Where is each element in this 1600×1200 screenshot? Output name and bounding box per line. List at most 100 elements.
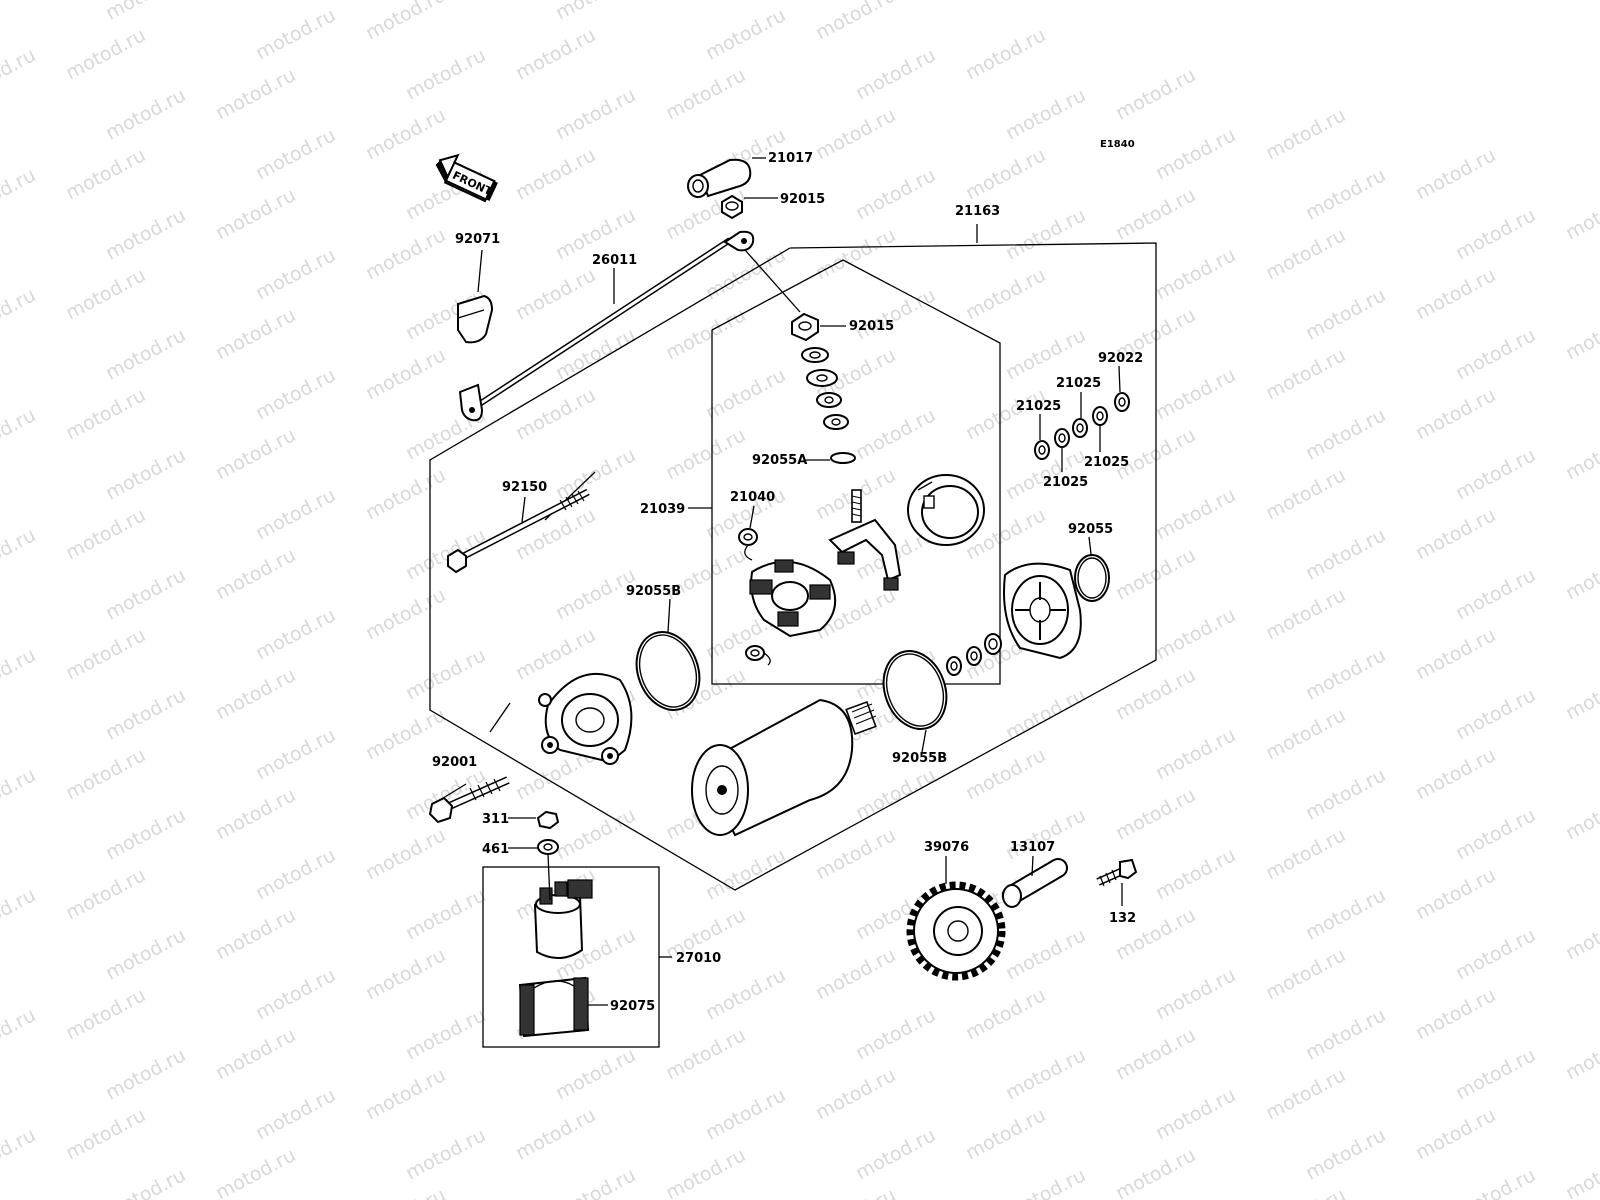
label-92071: 92071 <box>455 232 500 247</box>
part-21040-brush-spring <box>738 528 771 666</box>
part-132-bolt <box>1096 858 1138 887</box>
watermark-text: motod.ru <box>252 124 339 184</box>
watermark-text: motod.ru <box>0 884 39 944</box>
watermark-text: motod.ru <box>1302 884 1389 944</box>
watermark-text: motod.ru <box>1452 804 1539 864</box>
label-21040: 21040 <box>730 490 775 505</box>
part-26011-cable <box>458 230 755 422</box>
watermark-text: motod.ru <box>702 844 789 904</box>
label-92001: 92001 <box>432 755 477 770</box>
label-92015-top: 92015 <box>780 192 825 207</box>
label-92055A: 92055A <box>752 453 807 468</box>
watermark-text: motod.ru <box>252 964 339 1024</box>
watermark-text: motod.ru <box>362 464 449 524</box>
watermark-text: motod.ru <box>252 844 339 904</box>
watermark-text: motod.ru <box>962 24 1049 84</box>
watermark-text: motod.ru <box>1562 664 1600 724</box>
watermark-text: motod.ru <box>852 164 939 224</box>
watermark-text: motod.ru <box>662 1144 749 1200</box>
watermark-text: motod.ru <box>552 0 639 24</box>
part-311-nut <box>536 810 560 830</box>
watermark-text: motod.ru <box>1112 1144 1199 1200</box>
watermark-text: motod.ru <box>102 1164 189 1200</box>
part-92055B-o-ring-left <box>635 631 701 711</box>
watermark-text: motod.ru <box>1452 204 1539 264</box>
label-92055B-left: 92055B <box>626 584 681 599</box>
watermark-text: motod.ru <box>212 904 299 964</box>
watermark-text: motod.ru <box>102 444 189 504</box>
watermark-text: motod.ru <box>1412 1104 1499 1164</box>
watermark-text: motod.ru <box>1452 1164 1539 1200</box>
watermark-text: motod.ru <box>212 424 299 484</box>
watermark-text: motod.ru <box>662 64 749 124</box>
watermark-text: motod.ru <box>1262 584 1349 644</box>
watermark-text: motod.ru <box>362 224 449 284</box>
watermark-text: motod.ru <box>362 584 449 644</box>
watermark-text: motod.ru <box>1562 304 1600 364</box>
label-21025-a: 21025 <box>1056 376 1101 391</box>
watermark-text: motod.ru <box>1002 84 1089 144</box>
watermark-text: motod.ru <box>1002 1164 1089 1200</box>
watermark-text: motod.ru <box>662 1024 749 1084</box>
watermark-text: motod.ru <box>252 1084 339 1144</box>
watermark-text: motod.ru <box>1002 684 1089 744</box>
part-motor-yoke <box>691 698 877 837</box>
watermark-text: motod.ru <box>1302 1124 1389 1184</box>
watermark-text: motod.ru <box>1152 244 1239 304</box>
watermark-text: motod.ru <box>962 984 1049 1044</box>
watermark-text: motod.ru <box>812 224 899 284</box>
watermark-text: motod.ru <box>962 384 1049 444</box>
watermark-text: motod.ru <box>812 0 899 44</box>
watermark-text: motod.ru <box>62 744 149 804</box>
watermark-text: motod.ru <box>212 1024 299 1084</box>
watermark-text: motod.ru <box>252 604 339 664</box>
part-13107-shaft <box>1002 858 1068 908</box>
label-13107: 13107 <box>1010 840 1055 855</box>
label-27010: 27010 <box>676 951 721 966</box>
part-92055-o-ring <box>1074 554 1110 602</box>
watermark-text: motod.ru <box>1452 684 1539 744</box>
watermark-text: motod.ru <box>512 24 599 84</box>
watermark-text: motod.ru <box>552 84 639 144</box>
watermark-text: motod.ru <box>1452 324 1539 384</box>
part-21017-terminal-cap <box>687 158 752 198</box>
watermark-text: motod.ru <box>702 4 789 64</box>
washer-stack <box>801 347 856 464</box>
part-92071-boot <box>457 294 494 344</box>
label-92055: 92055 <box>1068 522 1113 537</box>
watermark-text: motod.ru <box>1262 824 1349 884</box>
watermark-text: motod.ru <box>812 824 899 884</box>
watermark-text: motod.ru <box>1262 104 1349 164</box>
watermark-text: motod.ru <box>1152 1084 1239 1144</box>
watermark-text: motod.ru <box>0 44 39 104</box>
watermark-text: motod.ru <box>852 44 939 104</box>
watermark-text: motod.ru <box>62 984 149 1044</box>
watermark-text: motod.ru <box>1002 804 1089 864</box>
watermark-text: motod.ru <box>102 0 189 24</box>
label-21025-b: 21025 <box>1016 399 1061 414</box>
watermark-text: motod.ru <box>702 964 789 1024</box>
watermark-text: motod.ru <box>1302 404 1389 464</box>
watermark-text: motod.ru <box>702 1084 789 1144</box>
watermark-text: motod.ru <box>852 1124 939 1184</box>
watermark-text: motod.ru <box>1152 964 1239 1024</box>
part-92075-relay-cover <box>518 976 590 1038</box>
part-27010-starter-relay <box>533 879 593 959</box>
watermark-text: motod.ru <box>212 544 299 604</box>
watermark-text: motod.ru <box>662 304 749 364</box>
watermark-text: motod.ru <box>62 864 149 924</box>
part-461-washer <box>537 839 559 855</box>
watermark-text: motod.ru <box>0 644 39 704</box>
watermark-text: motod.ru <box>102 204 189 264</box>
watermark-text: motod.ru <box>552 1044 639 1104</box>
watermark-text: motod.ru <box>1262 464 1349 524</box>
watermark-text: motod.ru <box>812 1064 899 1124</box>
watermark-text: motod.ru <box>62 24 149 84</box>
watermark-text: motod.ru <box>252 364 339 424</box>
watermark-text: motod.ru <box>252 244 339 304</box>
watermark-text: motod.ru <box>252 484 339 544</box>
watermark-text: motod.ru <box>1112 64 1199 124</box>
label-92055B-right: 92055B <box>892 751 947 766</box>
part-92055B-o-ring-right <box>882 650 948 730</box>
part-end-cover <box>1003 562 1082 660</box>
